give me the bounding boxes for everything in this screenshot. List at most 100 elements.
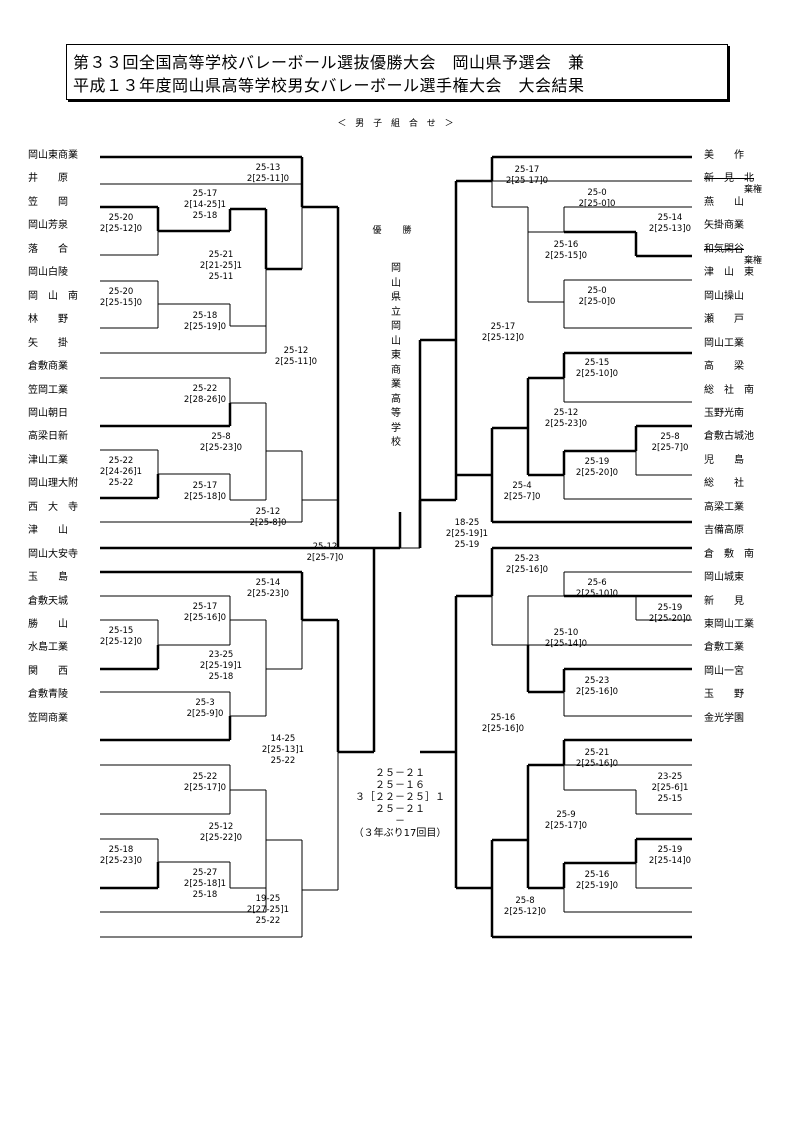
match-score: 25-9 2[25-17]0 <box>544 810 588 831</box>
match-score: 25-17 2[25-17]0 <box>505 165 549 186</box>
left-team-7: 林 野 <box>28 314 68 326</box>
right-team-16: 吉備高原 <box>704 525 744 537</box>
right-team-19: 新 見 <box>704 595 744 607</box>
left-team-20: 勝 山 <box>28 619 68 630</box>
left-team-12: 高梁日新 <box>28 431 68 443</box>
right-team-20: 東岡山工業 <box>704 619 754 630</box>
match-score: 25-10 2[25-14]0 <box>544 628 588 649</box>
left-team-19: 倉敷天城 <box>28 595 68 607</box>
right-team-1: 新 見 北棄権 <box>704 173 762 196</box>
match-score: 25-15 2[25-12]0 <box>99 626 143 647</box>
match-score: 25-22 2[28-26]0 <box>183 384 227 405</box>
match-score: 25-16 2[25-16]0 <box>481 713 525 734</box>
match-score: 25-22 2[25-17]0 <box>183 772 227 793</box>
final-score-line: － <box>395 816 405 827</box>
right-team-24: 金光学園 <box>704 712 744 724</box>
left-team-10: 笠岡工業 <box>28 384 68 396</box>
final-score-line: ２５－２１ <box>375 768 425 779</box>
match-score: 25-12 2[25-7]0 <box>306 542 344 563</box>
match-score: 25-0 2[25-0]0 <box>578 286 616 307</box>
match-score: 25-8 2[25-7]0 <box>651 432 689 453</box>
champion-label: 優 勝 <box>372 226 418 236</box>
left-team-5: 岡山白陵 <box>28 267 68 279</box>
match-score: 25-17 2[25-18]0 <box>183 481 227 502</box>
match-score: 25-23 2[25-16]0 <box>505 554 549 575</box>
match-score: 25-19 2[25-14]0 <box>648 845 692 866</box>
left-team-1: 井 原 <box>28 173 68 185</box>
match-score: 18-25 2[25-19]1 25-19 <box>445 518 489 550</box>
left-team-0: 岡山東商業 <box>28 150 78 161</box>
match-score: 25-18 2[25-19]0 <box>183 311 227 332</box>
right-team-23: 玉 野 <box>704 689 744 701</box>
left-team-9: 倉敷商業 <box>28 361 68 373</box>
right-team-6: 岡山操山 <box>704 290 744 302</box>
final-score-line: ３［２２－２５］１ <box>355 792 445 803</box>
match-score: 25-13 2[25-11]0 <box>246 163 290 184</box>
match-score: 25-21 2[21-25]1 25-11 <box>199 250 243 282</box>
match-score: 25-14 2[25-23]0 <box>246 578 290 599</box>
right-team-14: 総 社 <box>704 478 744 490</box>
left-team-13: 津山工業 <box>28 454 68 466</box>
title-line-1: 第３３回全国高等学校バレーボール選抜優勝大会 岡山県予選会 兼 <box>73 53 585 72</box>
match-score: 25-17 2[25-12]0 <box>481 322 525 343</box>
match-score: 25-14 2[25-13]0 <box>648 213 692 234</box>
match-score: 25-27 2[25-18]1 25-18 <box>183 868 227 900</box>
right-team-8: 岡山工業 <box>704 337 744 349</box>
left-team-14: 岡山理大附 <box>28 478 78 490</box>
bracket-subtitle: ＜ 男 子 組 合 せ ＞ <box>337 119 457 129</box>
left-team-22: 関 西 <box>28 665 68 677</box>
match-score: 25-19 2[25-20]0 <box>575 457 619 478</box>
title-box: 第３３回全国高等学校バレーボール選抜優勝大会 岡山県予選会 兼 平成１３年度岡山… <box>66 44 728 100</box>
match-score: 23-25 2[25-19]1 25-18 <box>199 650 243 682</box>
forfeit-note: 棄権 <box>743 255 762 266</box>
right-team-11: 玉野光南 <box>704 407 744 419</box>
match-score: 25-20 2[25-12]0 <box>99 213 143 234</box>
title-line-2: 平成１３年度岡山県高等学校男女バレーボール選手権大会 大会結果 <box>73 76 585 95</box>
right-team-7: 瀬 戸 <box>704 314 744 326</box>
left-team-2: 笠 岡 <box>28 196 68 208</box>
right-team-3: 矢掛商業 <box>704 220 744 232</box>
left-team-4: 落 合 <box>28 243 68 255</box>
match-score: 25-18 2[25-23]0 <box>99 845 143 866</box>
match-score: 25-8 2[25-23]0 <box>199 432 243 453</box>
right-team-2: 燕 山 <box>704 196 744 208</box>
match-score: 25-3 2[25-9]0 <box>186 698 224 719</box>
match-score: 25-8 2[25-12]0 <box>503 896 547 917</box>
left-team-8: 矢 掛 <box>28 337 68 349</box>
right-team-10: 総 社 南 <box>704 384 754 396</box>
match-score: 25-21 2[25-16]0 <box>575 748 619 769</box>
left-team-3: 岡山芳泉 <box>28 220 68 232</box>
right-team-13: 児 島 <box>704 454 744 466</box>
right-team-22: 岡山一宮 <box>704 665 744 677</box>
final-score-line: ２５－２１ <box>375 804 425 815</box>
match-score: 25-16 2[25-15]0 <box>544 240 588 261</box>
champion-name: 岡山県立岡山東商業高等学校 <box>391 263 401 448</box>
final-score-line: （３年ぶり17回目） <box>353 828 447 839</box>
right-team-4: 和気閑谷棄権 <box>704 243 762 266</box>
match-score: 25-19 2[25-20]0 <box>648 603 692 624</box>
match-score: 25-23 2[25-16]0 <box>575 676 619 697</box>
match-score: 23-25 2[25-6]1 25-15 <box>651 772 689 804</box>
forfeit-note: 棄権 <box>743 185 762 196</box>
right-team-9: 高 梁 <box>704 361 744 373</box>
left-team-18: 玉 島 <box>28 572 68 584</box>
match-score: 19-25 2[27-25]1 25-22 <box>246 894 290 926</box>
match-score: 25-17 2[14-25]1 25-18 <box>183 189 227 221</box>
match-score: 25-12 2[25-11]0 <box>274 346 318 367</box>
final-score-line: ２５－１６ <box>375 780 425 791</box>
left-team-21: 水島工業 <box>28 642 68 654</box>
match-score: 25-17 2[25-16]0 <box>183 602 227 623</box>
right-team-5: 津 山 東 <box>704 267 754 279</box>
right-team-0: 美 作 <box>704 150 744 161</box>
match-score: 25-16 2[25-19]0 <box>575 870 619 891</box>
left-team-17: 岡山大安寺 <box>28 548 78 560</box>
match-score: 25-20 2[25-15]0 <box>99 287 143 308</box>
right-team-15: 高梁工業 <box>704 501 744 513</box>
match-score: 25-0 2[25-0]0 <box>578 188 616 209</box>
left-team-24: 笠岡商業 <box>28 712 68 724</box>
match-score: 25-12 2[25-23]0 <box>544 408 588 429</box>
right-team-18: 岡山城東 <box>704 572 744 584</box>
match-score: 25-15 2[25-10]0 <box>575 358 619 379</box>
